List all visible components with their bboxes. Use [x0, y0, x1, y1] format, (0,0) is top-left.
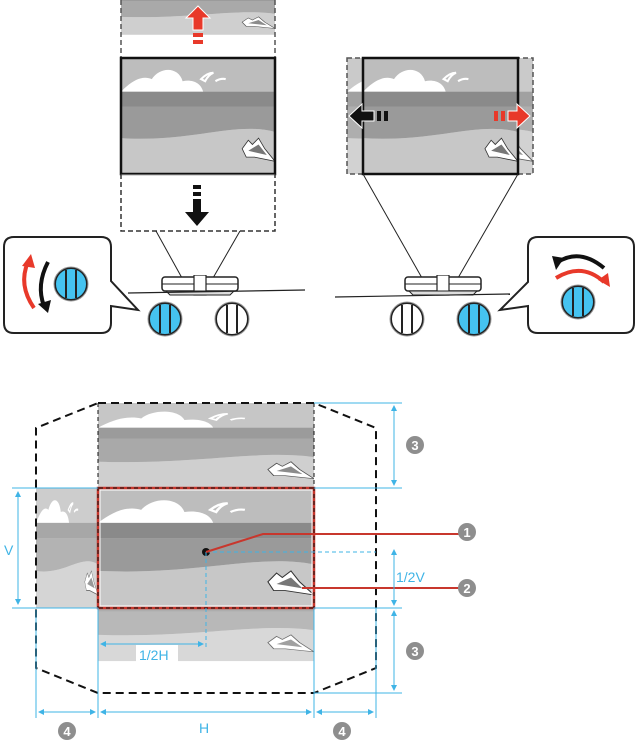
horizontal-knob-callout [500, 237, 634, 333]
left-shift-image [36, 488, 98, 608]
vertical-shift-knob-inactive [390, 302, 424, 336]
horizontal-shift-knob[interactable] [457, 302, 491, 336]
badge-3-top-number: 3 [411, 438, 418, 453]
horizontal-shift-panel [335, 58, 634, 336]
label-half-h: 1/2H [139, 647, 169, 663]
current-image [121, 58, 275, 174]
vertical-knob-callout [4, 237, 138, 333]
vertical-shift-knob[interactable] [148, 302, 182, 336]
badge-3-bottom-number: 3 [411, 644, 418, 659]
top-shift-image [98, 403, 314, 488]
horizontal-shift-knob-inactive [215, 302, 249, 336]
badge-3-top: 3 [406, 436, 424, 454]
vertical-shift-panel [4, 0, 305, 336]
badge-3-bottom: 3 [406, 642, 424, 660]
projector-icon-right [405, 275, 481, 295]
badge-4-right-number: 4 [338, 724, 346, 739]
callout-1-number: 1 [463, 525, 470, 540]
badge-4-left: 4 [58, 722, 76, 740]
label-v: V [4, 542, 14, 558]
callout-1: 1 [458, 523, 476, 541]
shift-range-diagram: 1 2 V 1/2H 1/2V H 3 [4, 403, 476, 740]
callout-2-number: 2 [463, 581, 470, 596]
label-half-v: 1/2V [396, 569, 425, 585]
label-h: H [199, 720, 209, 736]
callout-2: 2 [458, 579, 476, 597]
badge-4-right: 4 [333, 722, 351, 740]
badge-4-left-number: 4 [63, 724, 71, 739]
